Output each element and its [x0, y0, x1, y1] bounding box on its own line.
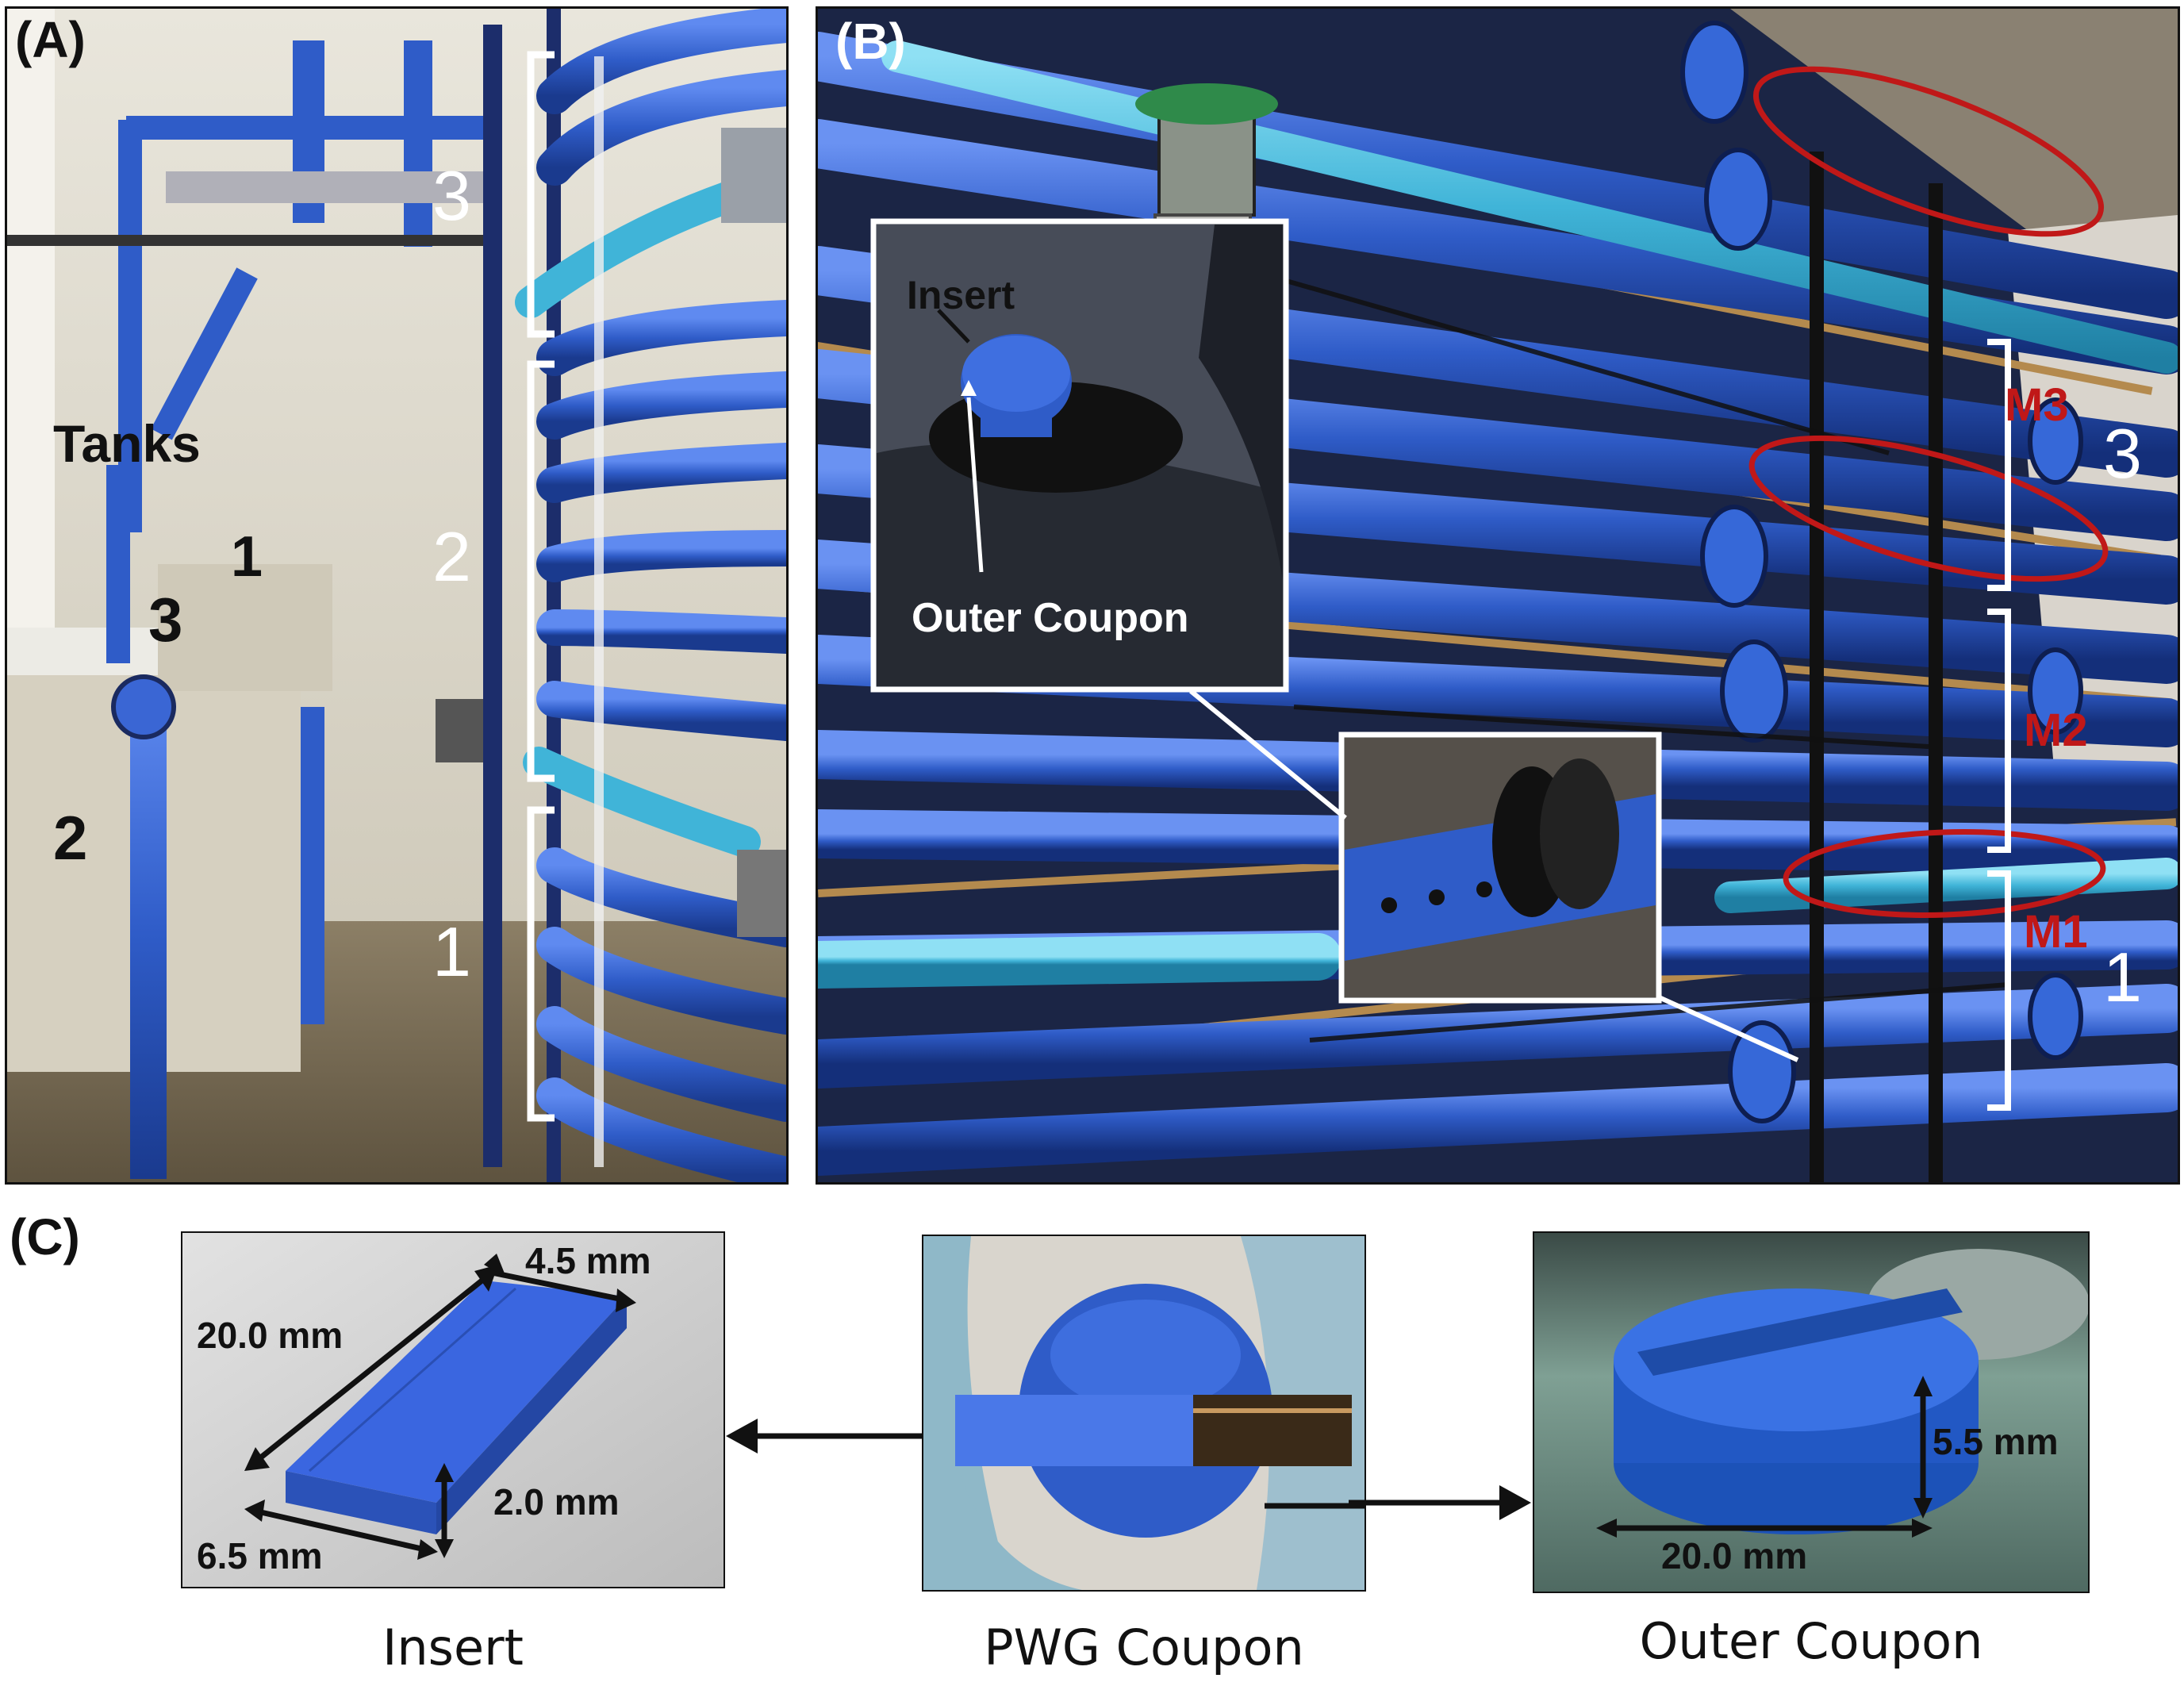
tank-number-1: 1: [231, 525, 263, 589]
outer-coupon-caption: Outer Coupon: [1639, 1612, 1983, 1670]
tank-number-3: 3: [148, 585, 183, 655]
outer-coupon-diameter-label: 20.0 mm: [1661, 1535, 1808, 1576]
insert-length-label: 20.0 mm: [197, 1315, 344, 1356]
loop-number-3: 3: [2103, 414, 2142, 493]
pipe-rack-image: 2cv: [818, 9, 2178, 1182]
loop-number-1: 1: [432, 912, 471, 991]
loop-number-1: 1: [2103, 938, 2142, 1016]
pwg-coupon-caption: PWG Coupon: [984, 1619, 1304, 1676]
insert-photo: 20.0 mm 4.5 mm 2.0 mm 6.5 mm: [181, 1231, 725, 1588]
module-label-m3: M3: [2005, 379, 2069, 431]
panel-a-photo: (A) Tanks 1 2 3 3 2 1: [5, 6, 789, 1185]
arrow-to-outer-coupon: [1349, 1485, 1531, 1520]
panel-b-photo: 2cv: [816, 6, 2180, 1185]
panel-b-letter: (B): [835, 13, 906, 70]
insert-base-label: 6.5 mm: [197, 1535, 323, 1576]
pipe-loop-room-image: [7, 9, 786, 1182]
inset-outer-coupon-label: Outer Coupon: [912, 595, 1189, 641]
insert-width-label: 4.5 mm: [525, 1240, 651, 1281]
outer-coupon-image: [1534, 1233, 2088, 1592]
loop-number-3: 3: [432, 156, 471, 235]
panel-a-letter: (A): [15, 11, 86, 68]
pwg-coupon-photo: [922, 1235, 1366, 1592]
inset-insert-label: Insert: [907, 273, 1015, 317]
outer-coupon-height-label: 5.5 mm: [1933, 1421, 2059, 1462]
insert-image: [182, 1233, 724, 1587]
panel-c-letter: (C): [10, 1208, 80, 1265]
module-label-m2: M2: [2024, 705, 2088, 756]
outer-coupon-photo: 5.5 mm 20.0 mm: [1533, 1231, 2090, 1593]
arrow-to-insert: [726, 1419, 940, 1454]
insert-height-label: 2.0 mm: [493, 1481, 620, 1523]
module-label-m1: M1: [2024, 906, 2088, 958]
tank-number-2: 2: [53, 803, 88, 873]
tanks-label: Tanks: [53, 414, 201, 473]
loop-number-2: 2: [432, 517, 471, 596]
pwg-coupon-image: [923, 1236, 1365, 1590]
insert-caption: Insert: [382, 1619, 524, 1676]
